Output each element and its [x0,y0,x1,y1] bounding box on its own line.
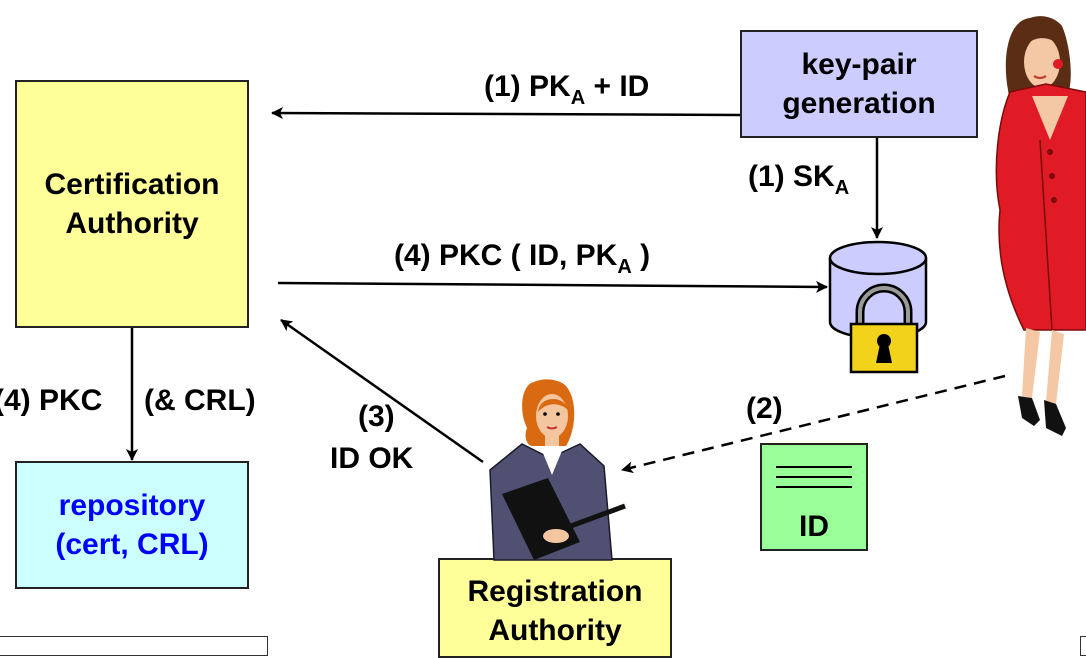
arrow-pkc-to-storage [277,280,828,293]
key-pair-generation-label: key-pair generation [782,48,936,120]
repository-box: repository (cert, CRL) [15,461,249,589]
label-step2: (2) [746,392,783,425]
arrow-pk-to-ca [271,107,741,120]
label-step1-sk: (1) SKA [748,160,850,199]
key-pair-generation-box: key-pair generation [740,30,978,138]
certification-authority-box: Certification Authority [15,80,249,328]
label-step4-repository-right: (& CRL) [144,384,256,417]
repository-label: repository (cert, CRL) [55,489,209,561]
label-step1-pk: (1) PKA + ID [484,70,650,109]
bottom-left-partial-box [0,636,268,656]
document-lines-icon [776,466,852,488]
label-step4-pkc: (4) PKC ( ID, PKA ) [394,239,651,278]
label-step3-id-ok: ID OK [330,442,414,475]
id-document-label: ID [799,510,829,543]
id-document-box: ID [760,443,868,551]
certification-authority-label: Certification Authority [44,168,220,240]
label-step4-repository-left: (4) PKC [0,384,103,417]
arrow-ra-to-ca [280,318,484,464]
registration-authority-label: Registration Authority [467,575,643,647]
arrow-user-to-ra-dashed [621,374,1006,474]
registration-authority-box: Registration Authority [438,558,672,658]
bottom-right-partial-box [1080,636,1086,656]
label-step3-number: (3) [358,400,395,433]
